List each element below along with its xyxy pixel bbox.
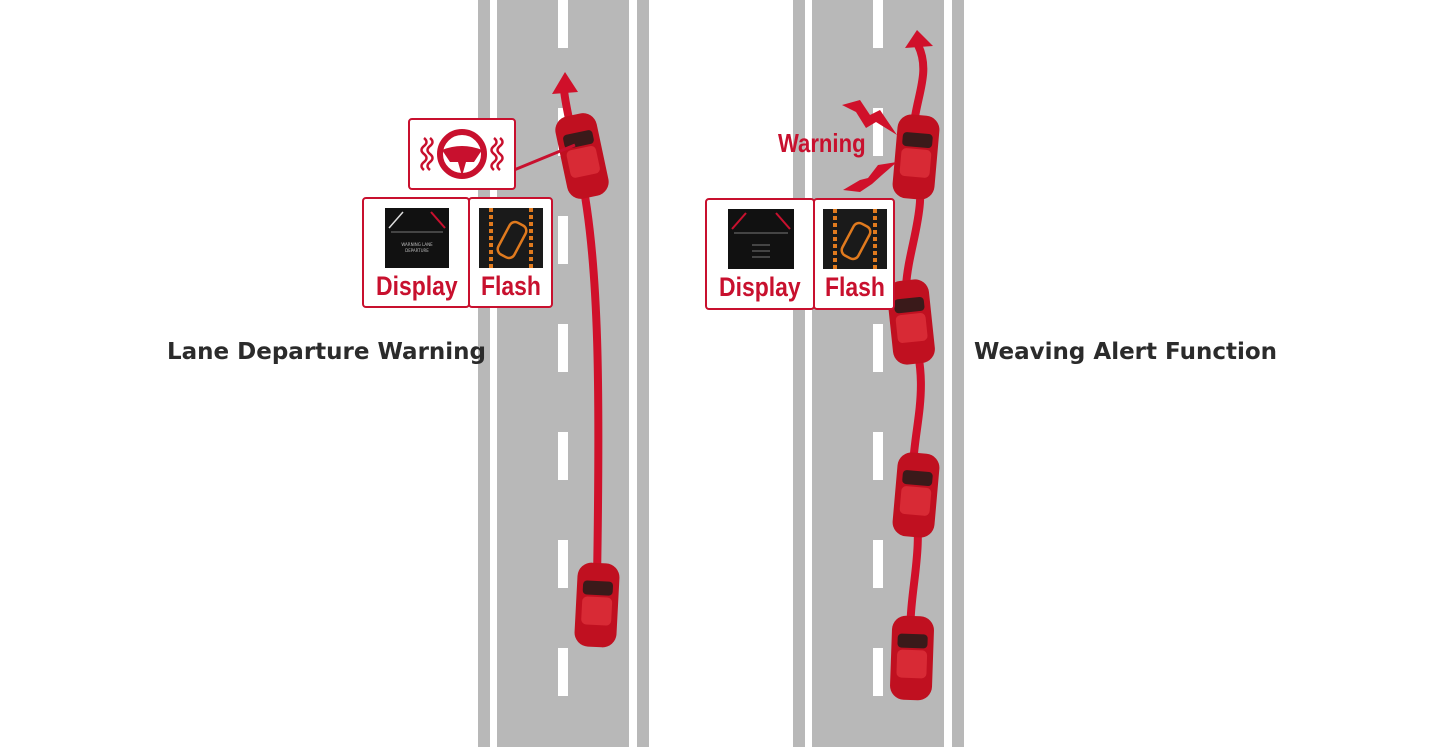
flash-label: Flash (825, 272, 885, 302)
warning-lightning-icon (843, 162, 897, 192)
car (555, 113, 609, 199)
warning-lightning-icon (842, 100, 897, 135)
lane-departure-warning-title: Lane Departure Warning (167, 339, 487, 365)
flash-label: Flash (481, 271, 541, 301)
car (892, 114, 940, 200)
car (887, 279, 935, 365)
right-flash-box: Flash (813, 198, 895, 310)
left-arrow-head (552, 72, 578, 94)
left-flash-box: Flash (468, 197, 553, 308)
left-display-box: WARNING LANE DEPARTURE Display (362, 197, 470, 308)
right-arrow-head (905, 30, 933, 48)
lane-departure-display-icon: WARNING LANE DEPARTURE (385, 208, 449, 268)
car (574, 562, 620, 648)
weaving-display-icon (728, 209, 794, 269)
right-display-box: Display (705, 198, 815, 310)
weaving-alert-function-title: Weaving Alert Function (974, 339, 1278, 365)
steering-wheel-vibration-icon (420, 129, 504, 179)
warning-label: Warning (778, 128, 866, 158)
display-screen-text: WARNING LANE DEPARTURE (401, 242, 433, 253)
car (890, 615, 934, 701)
display-label: Display (719, 272, 801, 302)
lane-flash-icon (479, 208, 543, 268)
display-label: Display (376, 271, 458, 301)
callout-pointer (513, 143, 576, 172)
lane-flash-icon (823, 209, 887, 269)
steering-vibration-box (408, 118, 516, 190)
car (892, 452, 940, 538)
